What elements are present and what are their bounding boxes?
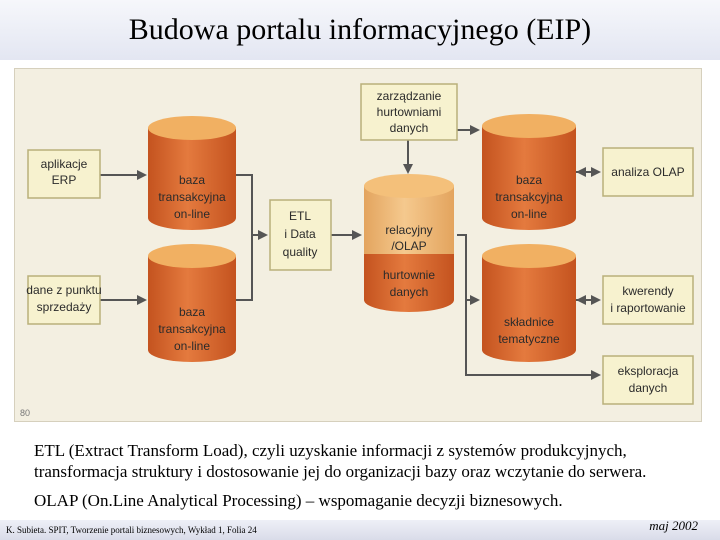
cylinder-db2: baza transakcyjna on-line xyxy=(148,244,236,362)
warehouse-bottom-line2: danych xyxy=(390,285,429,299)
connectors xyxy=(100,125,601,380)
box-etl: ETL i Data quality xyxy=(269,199,332,271)
box-mining-line2: danych xyxy=(629,381,668,395)
line-db2-to-etl xyxy=(236,235,253,301)
box-pos: dane z punktu sprzedaży xyxy=(26,275,102,325)
arrow-warehouse-to-marts xyxy=(457,234,480,305)
arrow-to-mining xyxy=(465,300,601,380)
box-mining-line1: eksploracja xyxy=(618,364,679,378)
box-etl-line3: quality xyxy=(283,245,318,259)
arrow-db1-to-etl xyxy=(236,174,268,240)
footer-date: maj 2002 xyxy=(649,518,698,533)
box-erp-line2: ERP xyxy=(52,173,77,187)
box-mgmt-line3: danych xyxy=(390,121,429,135)
db3-line1: baza xyxy=(516,173,542,187)
slide-title: Budowa portalu informacyjnego (EIP) xyxy=(0,0,720,60)
db1-line3: on-line xyxy=(174,207,210,221)
box-olap-line1: analiza OLAP xyxy=(611,165,684,179)
warehouse-bottom-line1: hurtownie xyxy=(383,268,435,282)
box-queries-line2: i raportowanie xyxy=(610,301,686,315)
marts-line1: składnice xyxy=(504,315,554,329)
box-erp: aplikacje ERP xyxy=(27,149,101,199)
cylinder-warehouse: relacyjny /OLAP hurtownie danych xyxy=(364,174,454,312)
box-queries: kwerendy i raportowanie xyxy=(602,275,694,325)
cylinder-marts: składnice tematyczne xyxy=(482,244,576,362)
db2-line2: transakcyjna xyxy=(158,322,226,336)
box-erp-line1: aplikacje xyxy=(41,157,88,171)
marts-line2: tematyczne xyxy=(498,332,560,346)
olap-description: OLAP (On.Line Analytical Processing) – w… xyxy=(34,491,563,510)
box-queries-line1: kwerendy xyxy=(622,284,673,298)
box-etl-line2: i Data xyxy=(284,227,316,241)
diagram-corner-mark: 80 xyxy=(20,408,30,418)
db3-line2: transakcyjna xyxy=(495,190,563,204)
db2-line3: on-line xyxy=(174,339,210,353)
db2-line1: baza xyxy=(179,305,205,319)
box-olap: analiza OLAP xyxy=(602,147,694,197)
etl-description: ETL (Extract Transform Load), czyli uzys… xyxy=(34,441,647,481)
box-etl-line1: ETL xyxy=(289,209,311,223)
box-pos-line1: dane z punktu xyxy=(26,283,101,297)
footer-bar xyxy=(0,520,720,540)
cylinder-db3: baza transakcyjna on-line xyxy=(482,114,576,230)
warehouse-top-line2: /OLAP xyxy=(391,239,426,253)
box-pos-line2: sprzedaży xyxy=(37,300,92,314)
box-mgmt-line2: hurtowniami xyxy=(377,105,442,119)
db1-line1: baza xyxy=(179,173,205,187)
footer-citation: K. Subieta. SPIT, Tworzenie portali bizn… xyxy=(6,525,257,535)
warehouse-top-line1: relacyjny xyxy=(385,223,432,237)
db3-line3: on-line xyxy=(511,207,547,221)
box-mining: eksploracja danych xyxy=(602,355,694,405)
box-mgmt-line1: zarządzanie xyxy=(377,89,442,103)
db1-line2: transakcyjna xyxy=(158,190,226,204)
box-mgmt: zarządzanie hurtowniami danych xyxy=(360,83,458,141)
diagram-background xyxy=(14,68,702,422)
cylinder-db1: baza transakcyjna on-line xyxy=(148,116,236,230)
